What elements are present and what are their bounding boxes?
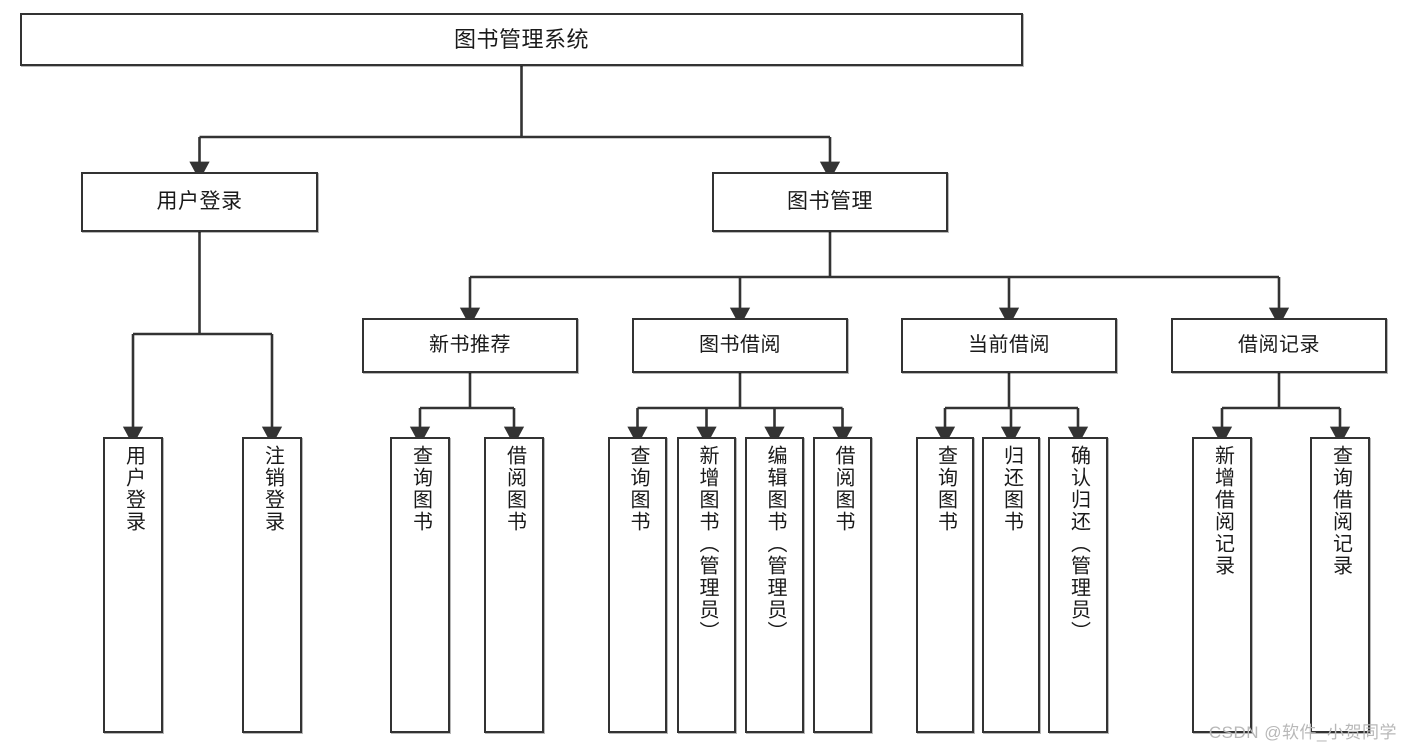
node-leaf-add-borrow-record[interactable]: 新增借阅记录 xyxy=(1192,437,1252,733)
node-label: 借阅记录 xyxy=(1238,333,1320,356)
node-label: 查询图书 xyxy=(627,445,649,533)
node-leaf-query-book-borrow[interactable]: 查询图书 xyxy=(608,437,667,733)
node-book-borrow[interactable]: 图书借阅 xyxy=(632,318,848,373)
node-label: 查询借阅记录 xyxy=(1329,445,1352,577)
node-leaf-borrow-book-recommend[interactable]: 借阅图书 xyxy=(484,437,544,733)
node-leaf-query-borrow-record[interactable]: 查询借阅记录 xyxy=(1310,437,1370,733)
node-new-book-recommend[interactable]: 新书推荐 xyxy=(362,318,578,373)
csdn-watermark: CSDN @软件_小贺同学 xyxy=(1208,723,1397,742)
node-label: 图书管理系统 xyxy=(453,26,589,52)
node-label: 新增借阅记录 xyxy=(1211,445,1234,577)
node-label: 查询图书 xyxy=(934,445,957,533)
node-label: 图书管理 xyxy=(787,189,873,213)
node-label: 借阅图书 xyxy=(503,445,526,533)
node-root[interactable]: 图书管理系统 xyxy=(20,13,1023,66)
node-leaf-edit-book-admin[interactable]: 编辑图书（管理员） xyxy=(745,437,804,733)
node-label: 借阅图书 xyxy=(832,445,854,533)
node-leaf-borrow-book[interactable]: 借阅图书 xyxy=(813,437,872,733)
node-leaf-return-book[interactable]: 归还图书 xyxy=(982,437,1040,733)
node-label: 注销登录 xyxy=(261,445,284,533)
node-label: 新书推荐 xyxy=(429,333,511,356)
node-leaf-confirm-return-admin[interactable]: 确认归还（管理员） xyxy=(1048,437,1108,733)
node-label: 用户登录 xyxy=(156,189,243,213)
node-label: 查询图书 xyxy=(409,445,432,533)
node-leaf-logout-login[interactable]: 注销登录 xyxy=(242,437,302,733)
node-leaf-user-login[interactable]: 用户登录 xyxy=(103,437,163,733)
node-user-login[interactable]: 用户登录 xyxy=(81,172,318,232)
node-label: 编辑图书（管理员） xyxy=(764,445,786,643)
node-label: 用户登录 xyxy=(122,445,145,533)
node-label: 当前借阅 xyxy=(968,333,1050,356)
node-leaf-add-book-admin[interactable]: 新增图书（管理员） xyxy=(677,437,736,733)
node-label: 归还图书 xyxy=(1000,445,1023,533)
node-borrow-record[interactable]: 借阅记录 xyxy=(1171,318,1387,373)
node-book-management[interactable]: 图书管理 xyxy=(712,172,948,232)
node-leaf-query-book-current[interactable]: 查询图书 xyxy=(916,437,974,733)
node-leaf-query-book-recommend[interactable]: 查询图书 xyxy=(390,437,450,733)
node-label: 图书借阅 xyxy=(699,333,781,356)
node-label: 确认归还（管理员） xyxy=(1067,445,1090,643)
node-label: 新增图书（管理员） xyxy=(696,445,718,643)
node-current-borrow[interactable]: 当前借阅 xyxy=(901,318,1117,373)
